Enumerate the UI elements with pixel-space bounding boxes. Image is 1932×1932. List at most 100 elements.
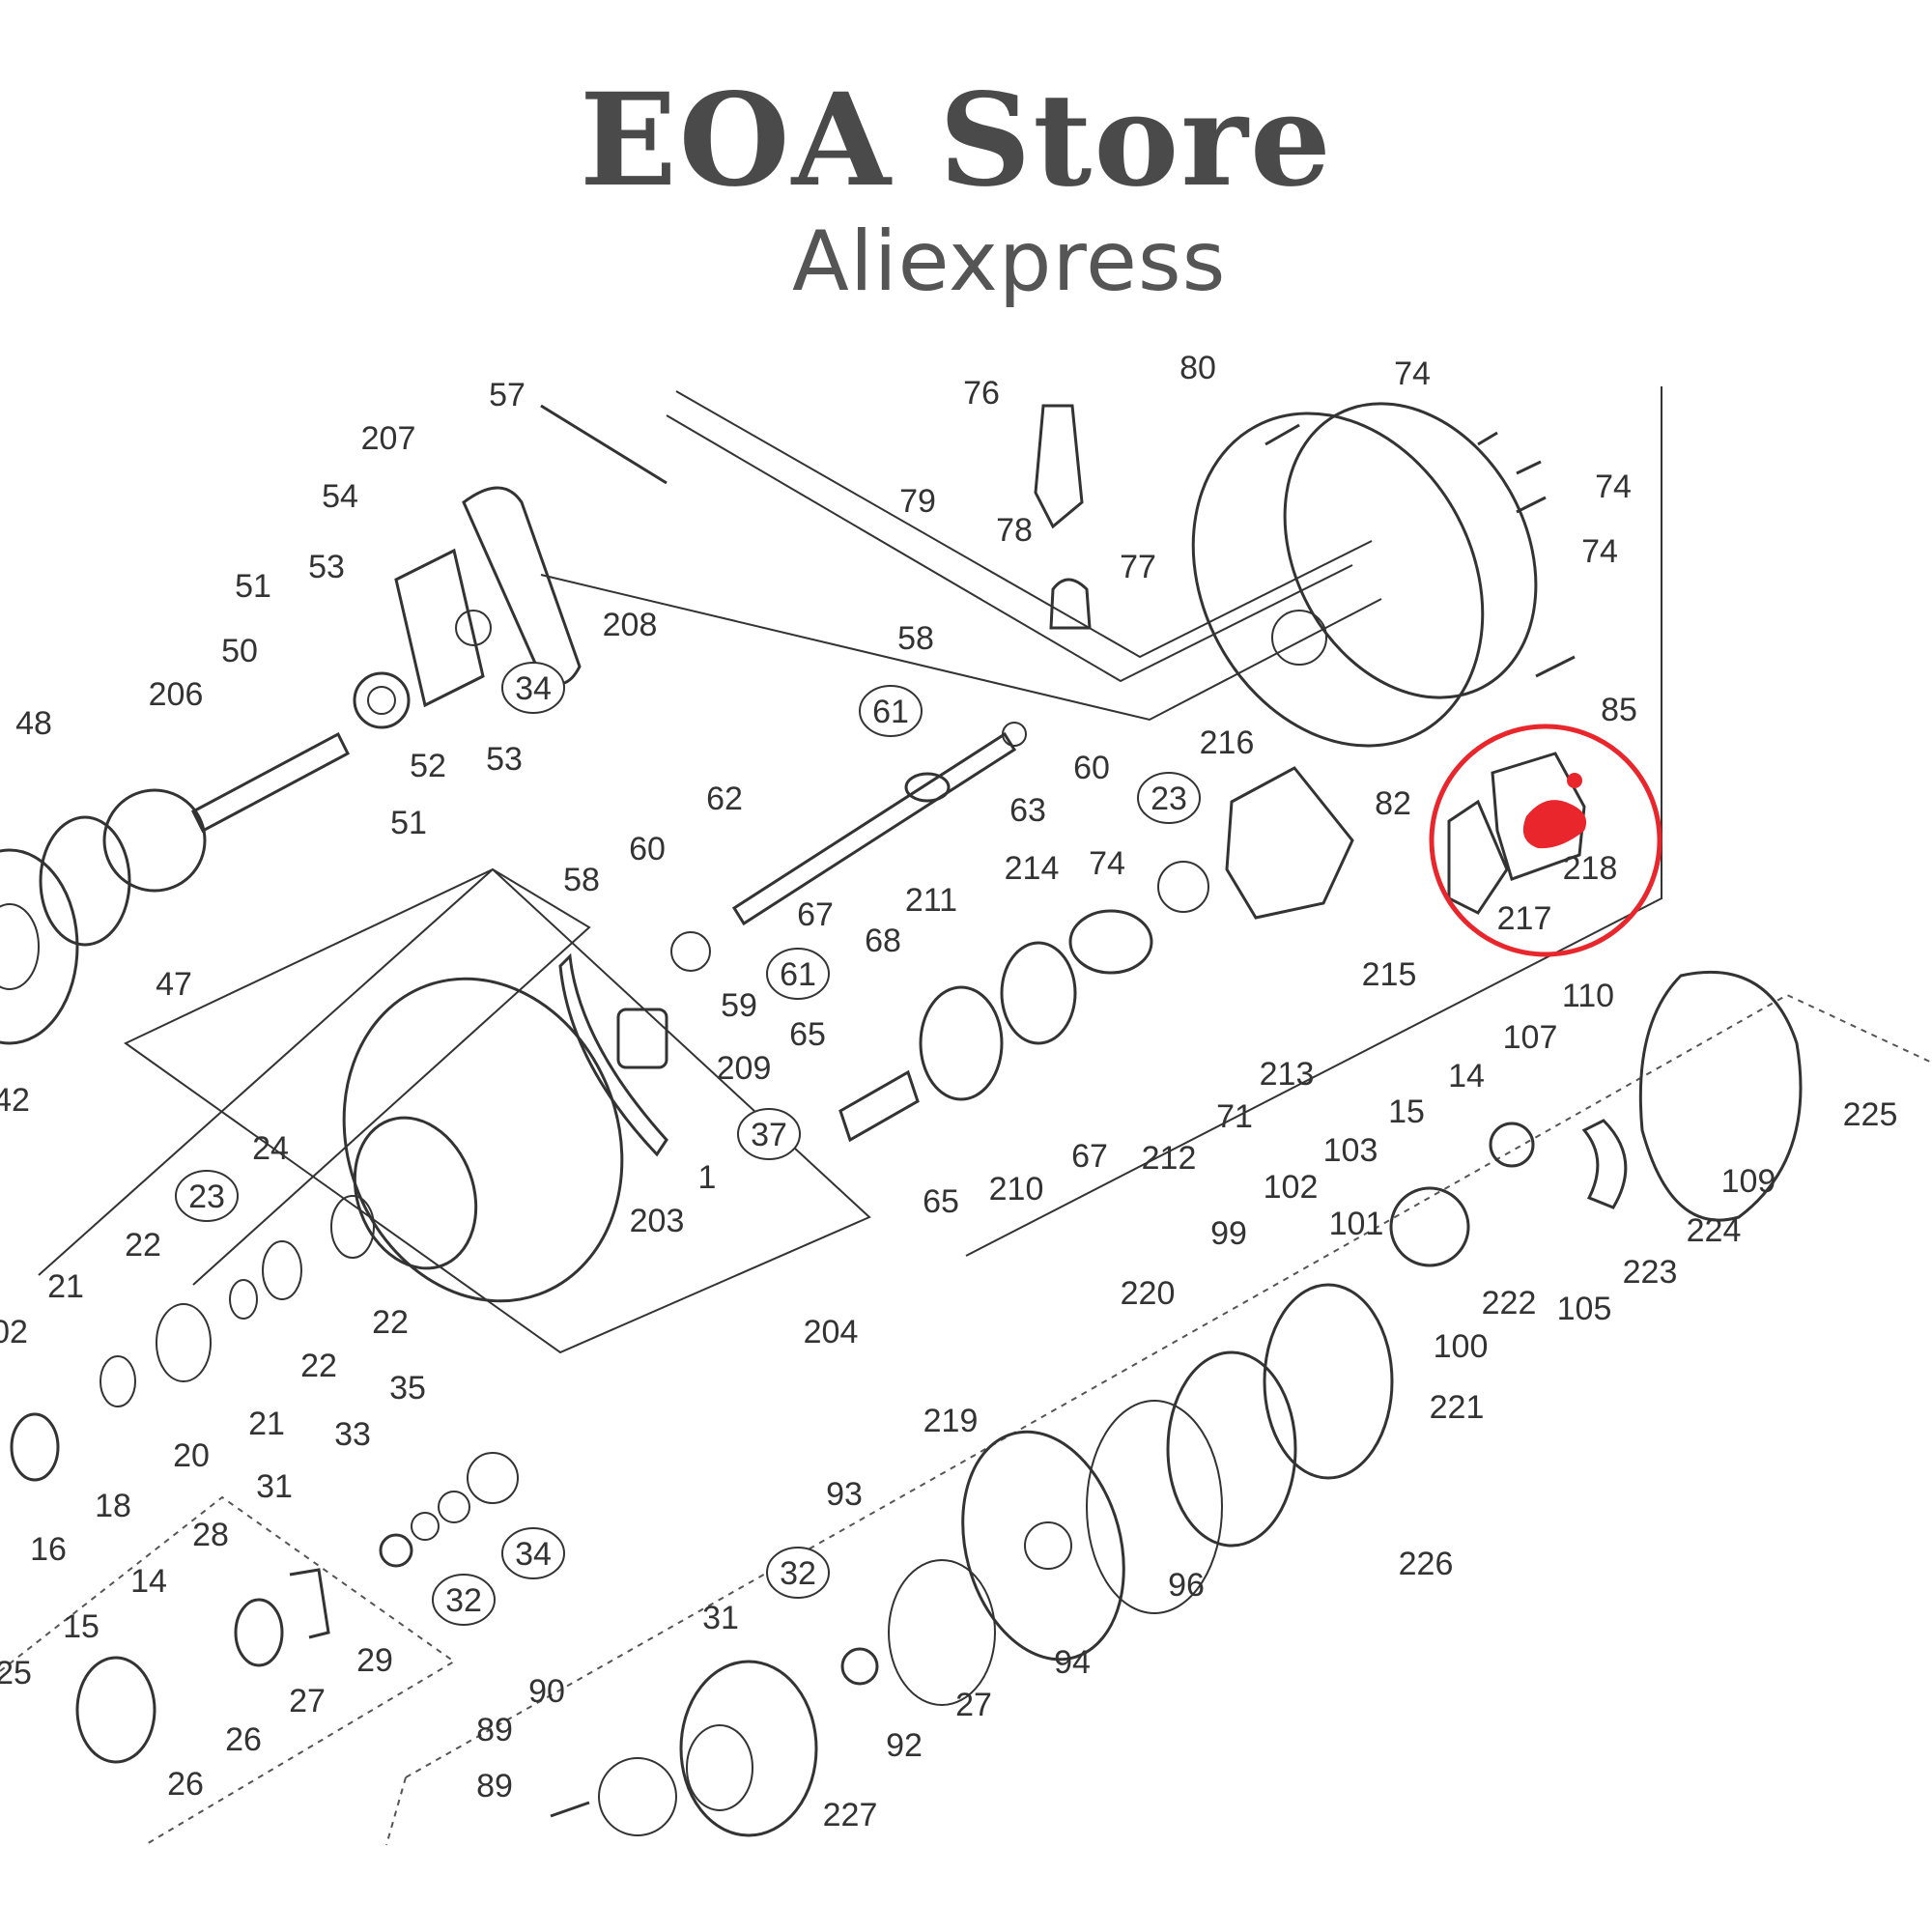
- part-85-screw: [1535, 655, 1576, 678]
- part-62-shaft: [731, 731, 1017, 926]
- part-101-plate: [1389, 1186, 1470, 1267]
- callout-label-18: 18: [95, 1488, 131, 1524]
- callout-label-32: 32: [780, 1555, 816, 1592]
- part-218-highlight-dot: [1567, 773, 1582, 788]
- part-20-washer: [99, 1355, 136, 1407]
- part-21-disc: [156, 1303, 212, 1382]
- callout-label-76: 76: [963, 375, 1000, 412]
- callout-label-110: 110: [1562, 978, 1614, 1014]
- callout-label-103: 103: [1323, 1132, 1378, 1169]
- callout-label-31: 31: [256, 1468, 293, 1505]
- part-68-cage: [919, 985, 1004, 1101]
- callout-label-52: 52: [410, 748, 446, 784]
- callout-label-74: 74: [1581, 533, 1618, 570]
- callout-label-67: 67: [1071, 1138, 1108, 1175]
- callout-label-53: 53: [486, 741, 523, 778]
- callout-label-24: 24: [252, 1130, 289, 1167]
- callout-label-60: 60: [1073, 750, 1110, 786]
- callout-circle-32: [766, 1547, 830, 1599]
- callout-label-109: 109: [1721, 1163, 1776, 1200]
- callout-label-33: 33: [334, 1416, 371, 1453]
- part-42-gear-inner: [0, 903, 40, 990]
- bracket-208-group: [540, 574, 1382, 722]
- callout-label-47: 47: [156, 966, 192, 1003]
- callout-label-77: 77: [1120, 549, 1156, 585]
- part-25-knob: [75, 1656, 156, 1764]
- part-32-lower-bearing: [840, 1647, 879, 1686]
- callout-label-58: 58: [563, 862, 600, 898]
- callout-label-14: 14: [130, 1563, 167, 1600]
- part-housing-hub: [1271, 610, 1327, 666]
- callout-label-89: 89: [476, 1768, 513, 1804]
- callout-label-22: 22: [125, 1227, 161, 1264]
- part-204-spool-face: [353, 1116, 478, 1270]
- part-48-sprocket: [102, 788, 207, 893]
- callout-label-94: 94: [1054, 1644, 1091, 1681]
- callout-label-206: 206: [149, 676, 204, 713]
- part-107-plate: [1489, 1122, 1535, 1168]
- part-96-ring: [1086, 1400, 1223, 1614]
- bracket-204: [124, 868, 871, 1354]
- callout-label-99: 99: [1210, 1215, 1247, 1252]
- callout-label-203: 203: [630, 1203, 685, 1239]
- callout-label-226: 226: [1399, 1546, 1454, 1582]
- callout-label-51: 51: [390, 805, 427, 841]
- callout-label-15: 15: [1388, 1094, 1425, 1130]
- dashed-box-226-lower: [385, 1776, 407, 1846]
- callout-circle-34: [501, 1527, 565, 1579]
- callout-label-211: 211: [905, 882, 957, 919]
- callout-label-15: 15: [63, 1608, 99, 1645]
- part-22-ring: [229, 1279, 258, 1320]
- part-60-ring: [1002, 722, 1027, 747]
- part-52-gear-inner: [367, 686, 396, 715]
- bracket-57-group: [675, 390, 1373, 659]
- part-59-washer: [670, 931, 711, 972]
- callout-label-74: 74: [1089, 845, 1125, 882]
- callout-circle-32: [432, 1574, 496, 1626]
- callout-label-92: 92: [886, 1727, 923, 1764]
- part-76-clicker: [1034, 404, 1084, 529]
- callout-label-221: 221: [1430, 1389, 1485, 1426]
- callout-label-23: 23: [188, 1179, 225, 1215]
- part-housing: [1191, 412, 1485, 748]
- callout-label-34: 34: [515, 670, 552, 707]
- part-63-sleeve: [904, 772, 951, 803]
- part-93-oring: [888, 1559, 996, 1706]
- part-28-ring: [234, 1598, 284, 1667]
- callout-label-209: 209: [717, 1050, 772, 1087]
- callout-circle-23: [175, 1170, 239, 1222]
- part-203-guide: [558, 952, 668, 1157]
- callout-label-22: 22: [372, 1304, 409, 1341]
- part-37-bearing: [616, 1008, 668, 1069]
- callout-label-219: 219: [923, 1403, 979, 1439]
- callout-label-16: 16: [30, 1531, 67, 1568]
- callout-label-20: 20: [173, 1437, 210, 1474]
- callout-label-214: 214: [1005, 850, 1060, 887]
- part-74-screw-c: [1516, 496, 1547, 514]
- callout-label-100: 100: [1434, 1328, 1489, 1365]
- part-220-plate: [1166, 1350, 1297, 1548]
- callout-label-222: 222: [1482, 1285, 1537, 1321]
- part-23-bearing: [1157, 861, 1209, 913]
- parts: [0, 402, 1803, 1837]
- dashed-box-226: [405, 993, 1932, 1778]
- callout-circle-37: [737, 1108, 801, 1160]
- part-214-plate: [1068, 909, 1153, 975]
- callout-label-102: 102: [1264, 1169, 1319, 1206]
- callout-label-37: 37: [751, 1117, 787, 1153]
- store-subtitle: Aliexpress: [792, 213, 1227, 310]
- part-219-plate: [961, 1430, 1125, 1662]
- part-207-plate: [462, 486, 582, 686]
- callout-label-02: 02: [0, 1314, 28, 1350]
- callout-label-107: 107: [1503, 1019, 1558, 1056]
- callout-label-65: 65: [923, 1183, 959, 1220]
- callout-label-208: 208: [603, 607, 658, 643]
- part-218-clip: [1491, 752, 1586, 881]
- part-215-plate: [1225, 766, 1354, 920]
- highlight-circle-218: [1429, 724, 1662, 957]
- callout-label-74: 74: [1595, 469, 1632, 505]
- callout-label-80: 80: [1179, 350, 1216, 386]
- callout-label-22: 22: [300, 1348, 337, 1384]
- callout-label-85: 85: [1601, 692, 1637, 728]
